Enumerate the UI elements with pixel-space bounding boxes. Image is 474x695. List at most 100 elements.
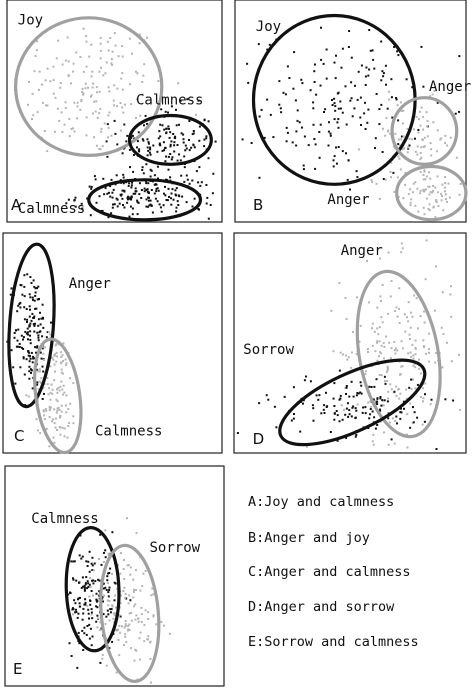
point-a-1-28 [149, 148, 152, 151]
point-c-0-89 [18, 346, 21, 348]
point-b-2-57 [409, 188, 412, 191]
point-e-0-36 [98, 594, 101, 597]
point-a-2-47 [136, 199, 139, 202]
point-a-1-27 [203, 119, 206, 122]
point-e-1-6 [141, 585, 144, 587]
label-b-2: Anger [327, 192, 369, 208]
point-a-2-125 [200, 181, 203, 184]
point-e-1-131 [119, 602, 122, 605]
point-a-2-101 [73, 198, 76, 201]
point-b-0-154 [395, 97, 398, 99]
point-c-1-19 [49, 365, 52, 368]
point-b-1-59 [423, 145, 426, 148]
point-c-0-119 [15, 345, 18, 348]
point-b-0-79 [458, 110, 460, 113]
point-c-0-13 [37, 318, 40, 321]
point-b-0-117 [312, 123, 315, 126]
point-a-2-170 [154, 183, 157, 186]
point-e-1-79 [134, 589, 137, 591]
point-a-1-70 [106, 155, 109, 158]
point-e-0-119 [125, 597, 128, 600]
ellipse-b-1 [390, 96, 459, 166]
point-b-1-21 [418, 110, 421, 113]
point-d-0-119 [376, 306, 379, 309]
point-a-0-147 [106, 40, 109, 43]
point-b-0-146 [333, 61, 336, 64]
point-b-1-62 [358, 148, 361, 151]
point-d-0-158 [413, 294, 416, 297]
point-e-0-136 [108, 589, 111, 591]
point-a-2-172 [127, 184, 130, 187]
point-a-1-53 [175, 108, 177, 111]
point-e-0-134 [86, 565, 89, 567]
point-b-2-66 [446, 200, 448, 203]
label-b-1: Anger [429, 79, 471, 95]
point-a-0-140 [73, 130, 76, 133]
point-d-1-14 [347, 415, 350, 418]
point-d-1-76 [387, 417, 390, 420]
point-d-1-3 [379, 409, 382, 412]
point-c-1-52 [43, 414, 46, 417]
point-b-0-52 [345, 123, 348, 126]
point-e-1-132 [127, 629, 129, 632]
point-b-0-74 [363, 112, 366, 115]
point-d-1-144 [348, 413, 351, 416]
point-a-1-12 [173, 150, 176, 153]
point-a-0-79 [90, 43, 93, 46]
point-a-0-141 [121, 45, 124, 48]
point-e-0-164 [107, 572, 110, 575]
point-a-2-141 [90, 185, 93, 188]
point-c-1-92 [49, 391, 52, 394]
point-b-0-145 [351, 115, 354, 118]
point-a-2-136 [157, 189, 160, 192]
point-a-2-128 [88, 185, 91, 188]
point-b-0-53 [386, 107, 389, 110]
point-b-1-11 [397, 138, 400, 141]
panel-b-ellipses [251, 13, 468, 222]
point-b-0-164 [391, 116, 394, 119]
point-a-1-98 [163, 147, 166, 150]
point-a-1-125 [165, 131, 168, 134]
point-a-1-19 [106, 123, 109, 126]
point-e-1-67 [113, 612, 116, 615]
point-b-0-43 [360, 124, 362, 126]
point-c-0-129 [41, 316, 44, 319]
point-a-0-158 [82, 92, 85, 95]
point-e-1-33 [137, 620, 140, 623]
point-b-2-31 [409, 204, 412, 207]
point-c-0-156 [36, 331, 39, 334]
point-d-1-78 [395, 415, 398, 418]
point-e-1-18 [160, 620, 163, 623]
point-b-0-176 [301, 82, 304, 85]
point-e-1-99 [130, 619, 133, 622]
point-a-0-114 [41, 101, 44, 104]
panel-a-ellipses [13, 16, 213, 222]
point-b-1-35 [396, 104, 399, 107]
point-d-1-129 [335, 410, 338, 412]
point-b-2-62 [428, 209, 431, 212]
point-a-0-148 [64, 107, 67, 109]
point-e-0-66 [87, 560, 90, 563]
point-d-0-28 [418, 358, 420, 361]
point-d-1-69 [369, 413, 372, 416]
point-a-1-135 [147, 182, 150, 185]
point-b-0-61 [307, 144, 310, 147]
point-a-2-61 [121, 197, 124, 200]
point-d-1-60 [361, 411, 364, 414]
point-c-0-123 [40, 317, 43, 320]
point-e-0-50 [98, 579, 101, 582]
point-a-2-89 [168, 195, 170, 198]
point-a-2-102 [122, 204, 124, 206]
point-a-0-101 [72, 62, 75, 65]
point-e-0-169 [91, 635, 94, 638]
point-d-0-103 [386, 380, 389, 382]
point-a-1-121 [141, 138, 144, 141]
point-e-0-109 [96, 614, 99, 617]
point-b-2-61 [442, 209, 445, 212]
point-d-0-96 [389, 383, 392, 386]
point-b-2-53 [425, 197, 428, 200]
point-e-0-168 [84, 583, 87, 586]
point-a-0-28 [102, 74, 105, 77]
point-a-0-134 [107, 136, 110, 139]
point-d-0-208 [394, 420, 397, 422]
